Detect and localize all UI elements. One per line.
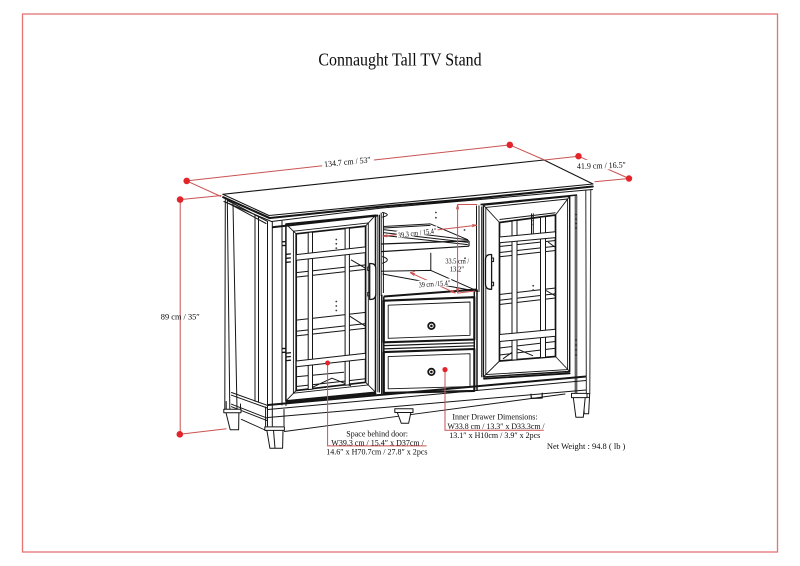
svg-text:33.5 cm /: 33.5 cm / xyxy=(445,257,469,266)
svg-text:13.2″: 13.2″ xyxy=(450,265,465,274)
svg-text:14.6″ x H70.7cm / 27.8″ x 2pcs: 14.6″ x H70.7cm / 27.8″ x 2pcs xyxy=(326,448,427,457)
svg-text:13.1″ x H10cm / 3.9″ x 2pcs: 13.1″ x H10cm / 3.9″ x 2pcs xyxy=(449,431,540,440)
svg-text:134.7 cm / 53″: 134.7 cm / 53″ xyxy=(324,154,372,169)
svg-text:41.9 cm / 16.5″: 41.9 cm / 16.5″ xyxy=(577,160,627,171)
svg-text:39 cm /15.4″: 39 cm /15.4″ xyxy=(418,278,450,289)
svg-text:W39.3 cm / 15.4″ x D37cm /: W39.3 cm / 15.4″ x D37cm / xyxy=(331,438,424,447)
svg-text:Space behind door:: Space behind door: xyxy=(346,429,408,438)
svg-text:Connaught Tall TV Stand: Connaught Tall TV Stand xyxy=(318,50,481,70)
svg-text:Inner Drawer Dimensions:: Inner Drawer Dimensions: xyxy=(452,413,537,422)
svg-text:Net Weight : 94.8 ( lb ): Net Weight : 94.8 ( lb ) xyxy=(547,442,626,451)
svg-text:89 cm / 35″: 89 cm / 35″ xyxy=(161,311,200,321)
svg-text:W33.8 cm / 13.3″ x D33.3cm /: W33.8 cm / 13.3″ x D33.3cm / xyxy=(448,422,546,431)
